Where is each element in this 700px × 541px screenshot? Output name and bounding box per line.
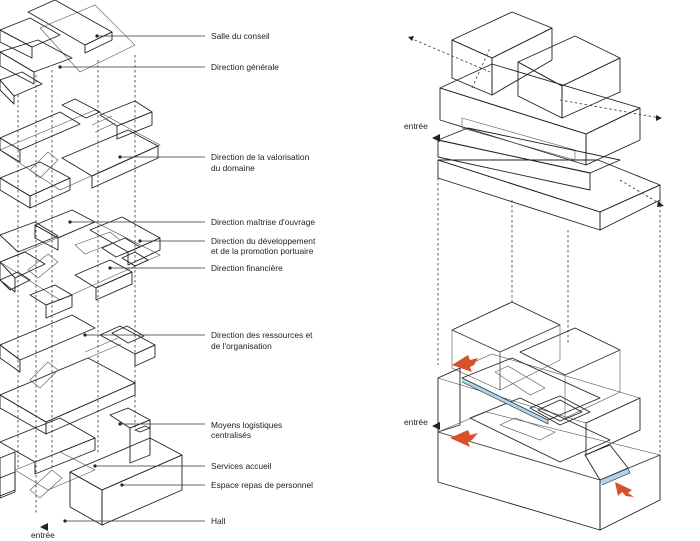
label-hall: Hall [211, 516, 226, 526]
label-valorisation-line-1: Direction de la valorisation [211, 152, 310, 162]
label-repas: Espace repas de personnel [211, 480, 313, 490]
level-5-plan [0, 209, 161, 319]
label-salle-du-conseil: Salle du conseil [211, 31, 270, 41]
label-ressources-line-1: Direction des ressources et [211, 330, 313, 340]
upper-massing-volume [408, 11, 664, 231]
right-top-entrance-label: entrée [404, 121, 428, 131]
floor-connectors [17, 55, 136, 515]
label-logistique-line-2: centralisés [211, 430, 251, 440]
label-direction-generale: Direction générale [211, 62, 279, 72]
label-accueil: Services accueil [211, 461, 272, 471]
label-ressources-line-2: de l'organisation [211, 341, 272, 351]
exploded-floor-plans: entrée Salle du conseil Direction généra… [0, 0, 316, 540]
left-entrance-label: entrée [31, 530, 55, 540]
label-developpement-line-1: Direction du développement [211, 236, 316, 246]
right-bottom-entrance-label: entrée [404, 417, 428, 427]
program-labels: Salle du conseil Direction générale Dire… [211, 31, 316, 526]
left-entrance-marker: entrée [31, 523, 55, 540]
massing-connectors [437, 178, 661, 460]
level-6-plan [0, 98, 161, 209]
label-logistique-line-1: Moyens logistiques [211, 420, 282, 430]
label-valorisation-line-2: du domaine [211, 163, 255, 173]
label-financiere: Direction financière [211, 263, 283, 273]
lower-massing-volume [432, 301, 661, 531]
label-maitrise-ouvrage: Direction maîtrise d'ouvrage [211, 217, 315, 227]
axonometric-massing: entrée [404, 11, 664, 531]
level-4-plan [0, 314, 156, 435]
leader-lines [58, 34, 205, 523]
level-7-plan [0, 0, 136, 105]
level-3-plan [0, 407, 183, 526]
label-developpement-line-2: et de la promotion portuaire [211, 246, 314, 256]
